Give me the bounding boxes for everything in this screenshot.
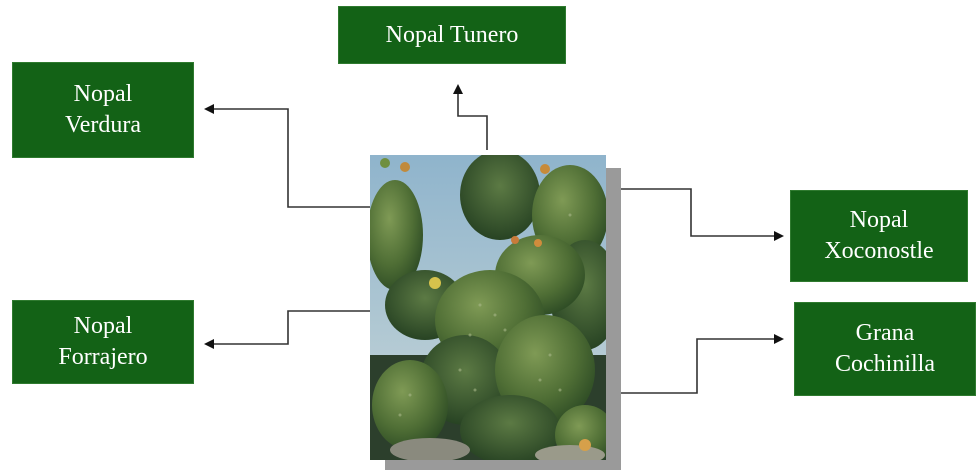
connector-verdura (206, 109, 372, 207)
node-nopal-xoconostle: Nopal Xoconostle (790, 190, 968, 282)
node-nopal-forrajero: Nopal Forrajero (12, 300, 194, 384)
cactus-illustration (370, 155, 606, 460)
connector-xoconostle (606, 189, 782, 236)
connector-tunero (458, 86, 487, 150)
node-label-line: Nopal Tunero (386, 20, 519, 51)
node-label-line: Forrajero (58, 342, 147, 373)
node-label-line: Nopal (65, 79, 141, 110)
node-label-line: Nopal (58, 311, 147, 342)
node-label-line: Grana (835, 318, 935, 349)
node-nopal-verdura: Nopal Verdura (12, 62, 194, 158)
connector-grana (606, 339, 782, 393)
nopal-cactus-photo (370, 155, 606, 460)
connector-forrajero (206, 311, 372, 344)
node-label-line: Verdura (65, 110, 141, 141)
node-nopal-tunero: Nopal Tunero (338, 6, 566, 64)
node-label-line: Xoconostle (824, 236, 933, 267)
node-label-line: Cochinilla (835, 349, 935, 380)
node-label-line: Nopal (824, 205, 933, 236)
node-grana-cochinilla: Grana Cochinilla (794, 302, 976, 396)
